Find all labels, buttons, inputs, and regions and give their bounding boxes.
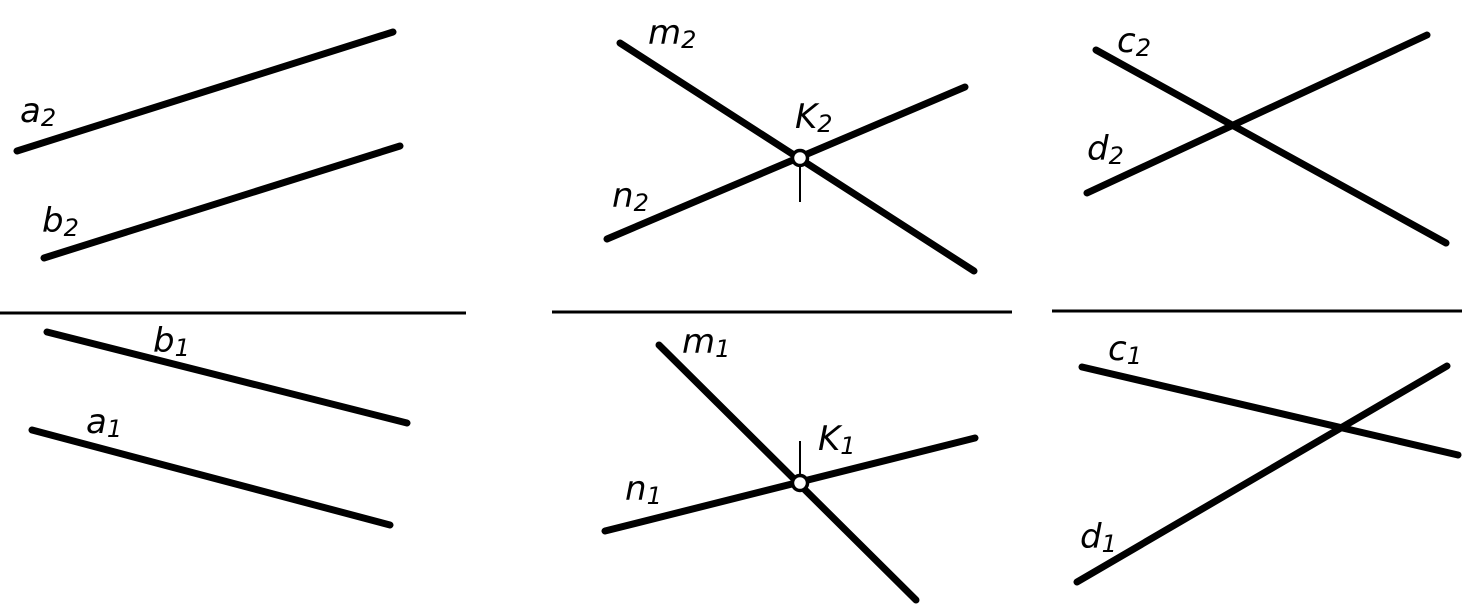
line-d2	[1083, 31, 1431, 197]
label-a2: a2	[20, 91, 56, 132]
line-c1	[1078, 363, 1462, 459]
point-k2	[790, 148, 810, 168]
label-d2: d2	[1087, 129, 1124, 170]
line-c2	[1092, 46, 1450, 247]
label-n1: n1	[625, 469, 662, 510]
label-d1: d1	[1080, 517, 1117, 558]
label-c1: c1	[1108, 329, 1142, 370]
line-n2	[603, 83, 969, 243]
label-k2: K2	[795, 97, 833, 138]
label-b2: b2	[42, 201, 79, 242]
label-m2: m2	[648, 13, 696, 54]
point-k1	[790, 473, 810, 493]
panel-skew-lines: c2 d2 c1 d1	[1073, 21, 1462, 586]
label-m1: m1	[682, 322, 730, 363]
line-b1	[43, 328, 411, 427]
line-a2	[13, 28, 397, 155]
line-b2	[40, 142, 404, 262]
panel-intersecting-lines: m2 K2 n2 m1 K1 n1	[601, 13, 979, 604]
label-n2: n2	[612, 176, 649, 217]
line-d1	[1073, 362, 1451, 586]
label-b1: b1	[153, 321, 190, 362]
label-a1: a1	[86, 402, 122, 443]
line-n1	[601, 434, 979, 535]
panel-parallel-lines: a2 b2 b1 a1	[13, 28, 411, 529]
label-c2: c2	[1117, 21, 1151, 62]
line-a1	[28, 426, 394, 529]
label-k1: K1	[818, 419, 856, 460]
line-m1	[655, 341, 920, 604]
